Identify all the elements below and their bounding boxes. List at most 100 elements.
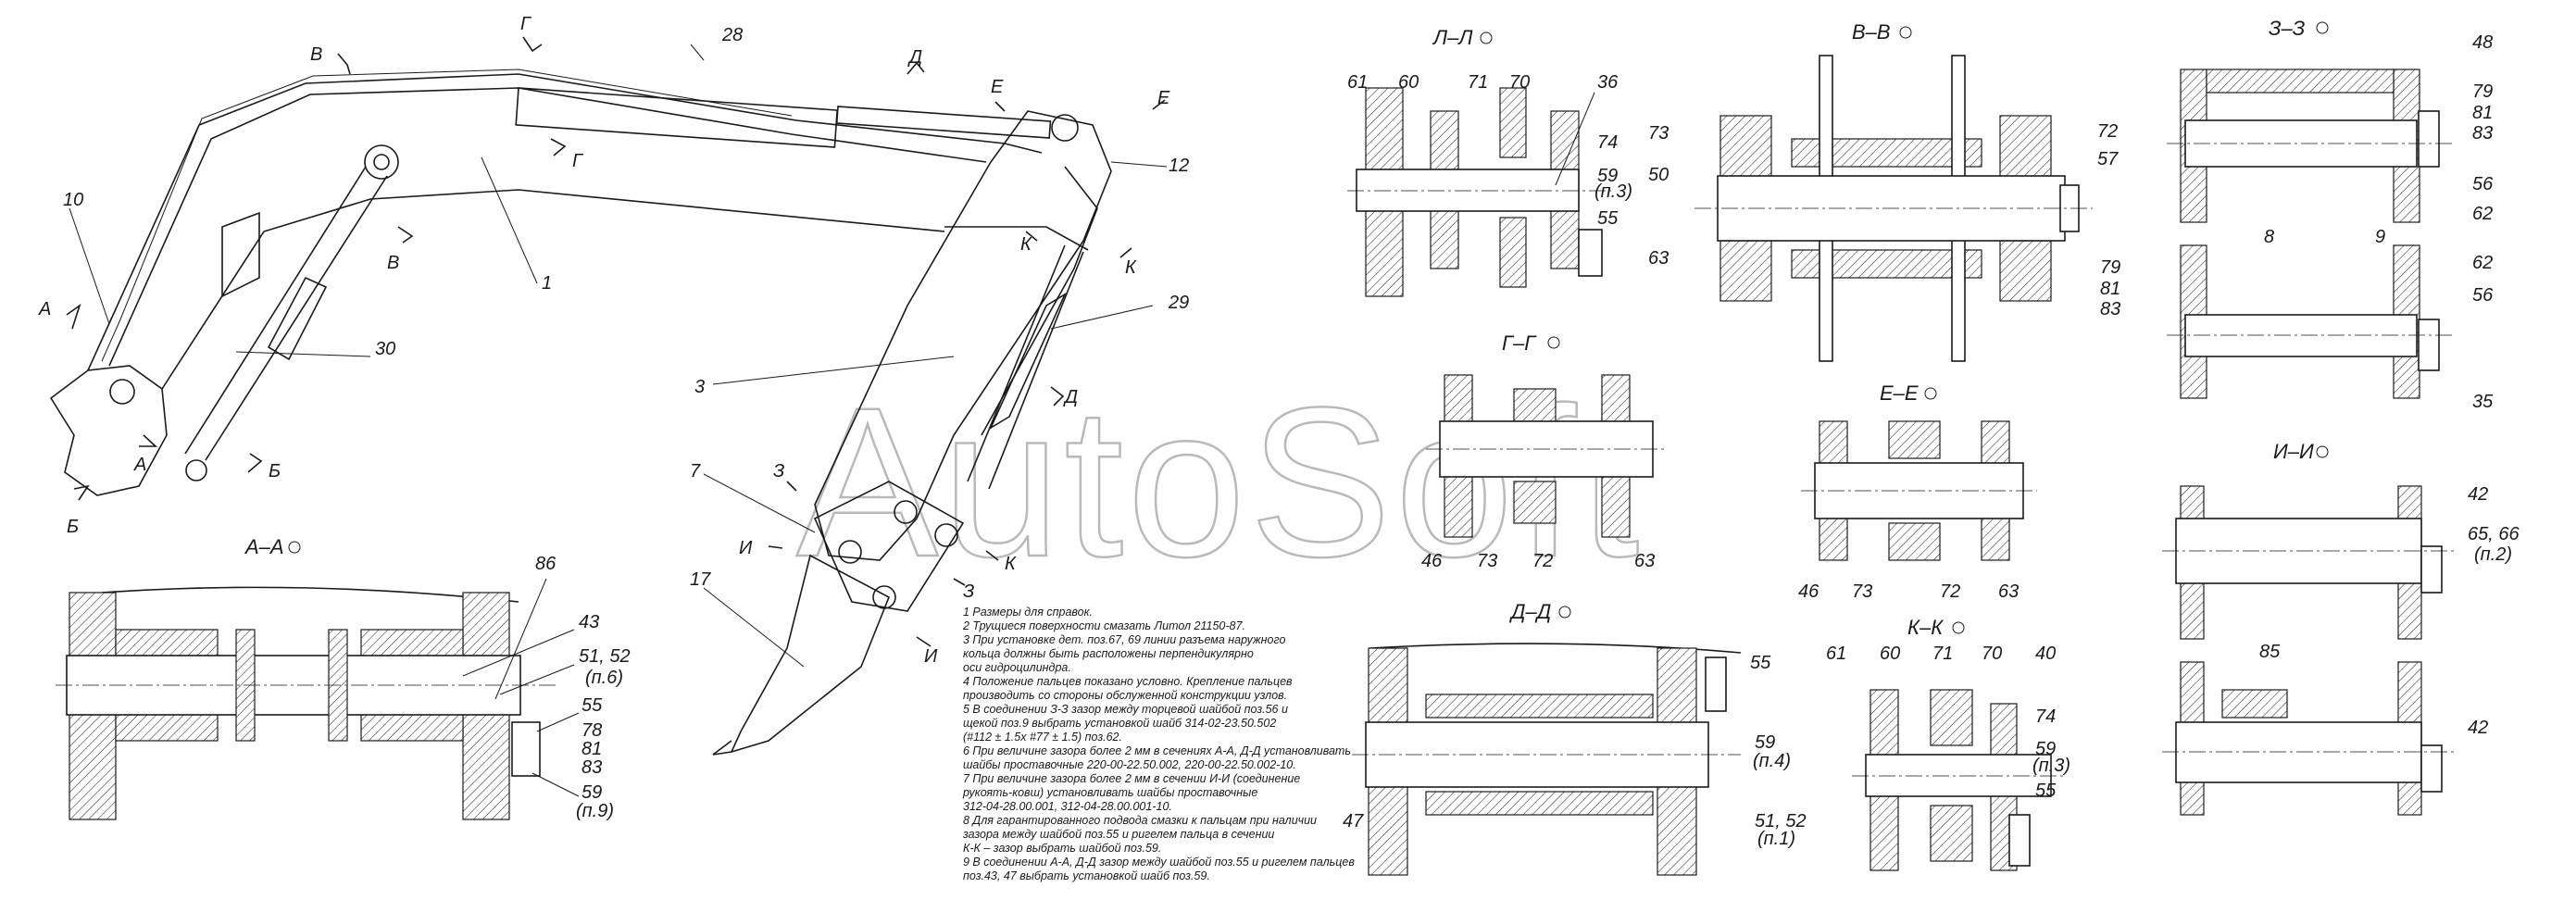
section-vv-title: В–В — [1852, 20, 1891, 44]
section-kk: К–К 61 60 71 70 40 74 59 (п.3) 55 — [1826, 616, 2070, 871]
stick-cylinder-rod — [835, 106, 1052, 139]
note-line-19: 9 В соединении А-А, Д-Д зазор между шайб… — [963, 856, 1355, 869]
dd-label-47: 47 — [1343, 811, 1364, 831]
cut-a-1: А — [38, 299, 51, 319]
label-3: 3 — [694, 377, 705, 397]
cut-i-2: И — [924, 646, 938, 667]
note-line-18: К-К – зазор выбрать шайбой поз.59. — [963, 842, 1161, 855]
note-line-20: поз.43, 47 выбрать установкой шайб поз.5… — [963, 869, 1210, 882]
kk-note-3: (п.3) — [2032, 756, 2070, 776]
kk-label-40: 40 — [2035, 644, 2056, 664]
ll-label-70: 70 — [1509, 72, 1530, 93]
aa-label-81: 81 — [581, 739, 602, 759]
boom-base-mount — [49, 365, 168, 496]
vv-label-63: 63 — [1648, 248, 1669, 269]
zz-label-9: 9 — [2375, 227, 2385, 247]
ee-label-72: 72 — [1940, 581, 1960, 602]
dd-label-59: 59 — [1755, 732, 1775, 753]
section-vv: В–В 73 50 63 72 57 79 81 83 — [1648, 20, 2120, 362]
ii-note-2: (п.2) — [2474, 544, 2512, 565]
ll-label-55: 55 — [1597, 208, 1619, 229]
section-ee-title: Е–Е — [1880, 381, 1919, 405]
kk-label-59: 59 — [2035, 739, 2056, 759]
zz-label-8: 8 — [2264, 227, 2274, 247]
cylinder-pivot-pin — [185, 459, 207, 481]
ii-label-65-66: 65, 66 — [2468, 524, 2520, 544]
zz-label-48: 48 — [2472, 32, 2493, 53]
vv-label-72: 72 — [2097, 121, 2118, 142]
label-7: 7 — [690, 461, 701, 481]
boom-lower-edge — [161, 189, 945, 390]
ll-note-3: (п.3) — [1594, 181, 1632, 202]
section-aa-top-contour — [101, 586, 519, 603]
aa-label-86: 86 — [535, 554, 556, 574]
zz-label-35: 35 — [2472, 392, 2494, 412]
note-line-16: 8 Для гарантированного подвода смазки к … — [963, 814, 1317, 827]
zz-label-56b: 56 — [2472, 285, 2494, 306]
gg-label-63: 63 — [1634, 551, 1655, 571]
stick-top-flange — [944, 226, 1089, 251]
cut-v-1: В — [310, 44, 322, 65]
ii-label-42: 42 — [2468, 484, 2488, 505]
ll-label-59: 59 — [1597, 166, 1618, 186]
note-line-7: производить со стороны обслуженной конст… — [963, 689, 1287, 702]
section-gg-title: Г–Г — [1502, 331, 1537, 355]
gg-label-72: 72 — [1532, 551, 1553, 571]
stick-cylinder-eye — [1051, 114, 1079, 142]
aa-label-51-52: 51, 52 — [579, 646, 631, 667]
watermark: AutoSoft — [796, 363, 1643, 601]
ll-label-71: 71 — [1468, 72, 1488, 93]
label-17: 17 — [690, 569, 711, 590]
cut-i-1: И — [739, 538, 753, 558]
note-line-11: 6 При величине зазора более 2 мм в сечен… — [963, 744, 1351, 757]
note-line-6: 4 Положение пальцев показано условно. Кр… — [963, 675, 1293, 688]
cut-d-1: Д — [907, 47, 922, 68]
zz-label-79: 79 — [2472, 81, 2493, 102]
stick-rear-edge — [981, 166, 1098, 436]
section-ll-title: Л–Л — [1432, 26, 1473, 49]
label-10: 10 — [63, 190, 83, 210]
gg-label-73: 73 — [1477, 551, 1497, 571]
dd-label-51-52: 51, 52 — [1755, 811, 1807, 831]
note-line-17: зазора между шайбой поз.55 и ригелем пал… — [962, 828, 1274, 841]
ripper-tooth — [730, 554, 891, 754]
zz-label-62: 62 — [2472, 204, 2493, 224]
section-dd: Д–Д 55 59 (п.4) 47 51, 52 (п.1) — [1343, 600, 1807, 876]
dd-label-55: 55 — [1750, 653, 1771, 673]
vv-label-50: 50 — [1648, 165, 1669, 185]
ll-label-36: 36 — [1597, 72, 1619, 93]
cut-a-2: А — [133, 455, 146, 475]
zz-label-56: 56 — [2472, 174, 2494, 194]
main-view-leaders — [69, 44, 1168, 668]
boom-knee-pin-outer — [364, 144, 399, 180]
section-zz: З–З 48 79 81 83 56 62 8 9 62 56 35 — [2167, 17, 2494, 412]
aa-note-6: (п.6) — [585, 668, 623, 688]
kk-label-70: 70 — [1982, 644, 2002, 664]
note-line-5: оси гидроцилиндра. — [963, 661, 1071, 674]
kk-label-61: 61 — [1826, 644, 1846, 664]
section-ee: Е–Е 46 73 72 63 — [1798, 381, 2037, 602]
cut-b-1: Б — [67, 517, 79, 537]
technical-notes: 1 Размеры для справок. 2 Трущиеся поверх… — [962, 606, 1355, 882]
kk-label-74: 74 — [2035, 706, 2056, 727]
ripper-tip — [712, 740, 732, 756]
ii-label-42b: 42 — [2468, 718, 2488, 738]
linkage-pin-3 — [934, 523, 958, 547]
main-assembly-view — [49, 69, 1112, 756]
section-aa-title: А–А — [244, 535, 284, 558]
note-line-2: 2 Трущиеся поверхности смазать Литол 211… — [962, 619, 1245, 632]
aa-label-83: 83 — [581, 757, 602, 778]
ll-label-60: 60 — [1398, 72, 1419, 93]
cut-z-2: З — [963, 581, 974, 602]
section-dd-title: Д–Д — [1508, 600, 1551, 623]
boom-upper-inner — [108, 87, 987, 367]
note-line-3: 3 При установке дет. поз.67, 69 линии ра… — [963, 633, 1285, 646]
zz-label-62b: 62 — [2472, 253, 2493, 273]
aa-label-43: 43 — [579, 612, 599, 632]
note-line-15: 312-04-28.00.001, 312-04-28.00.001-10. — [963, 800, 1172, 813]
zz-label-83: 83 — [2472, 123, 2493, 144]
label-28: 28 — [721, 25, 743, 45]
cut-k-2: К — [1125, 257, 1137, 278]
